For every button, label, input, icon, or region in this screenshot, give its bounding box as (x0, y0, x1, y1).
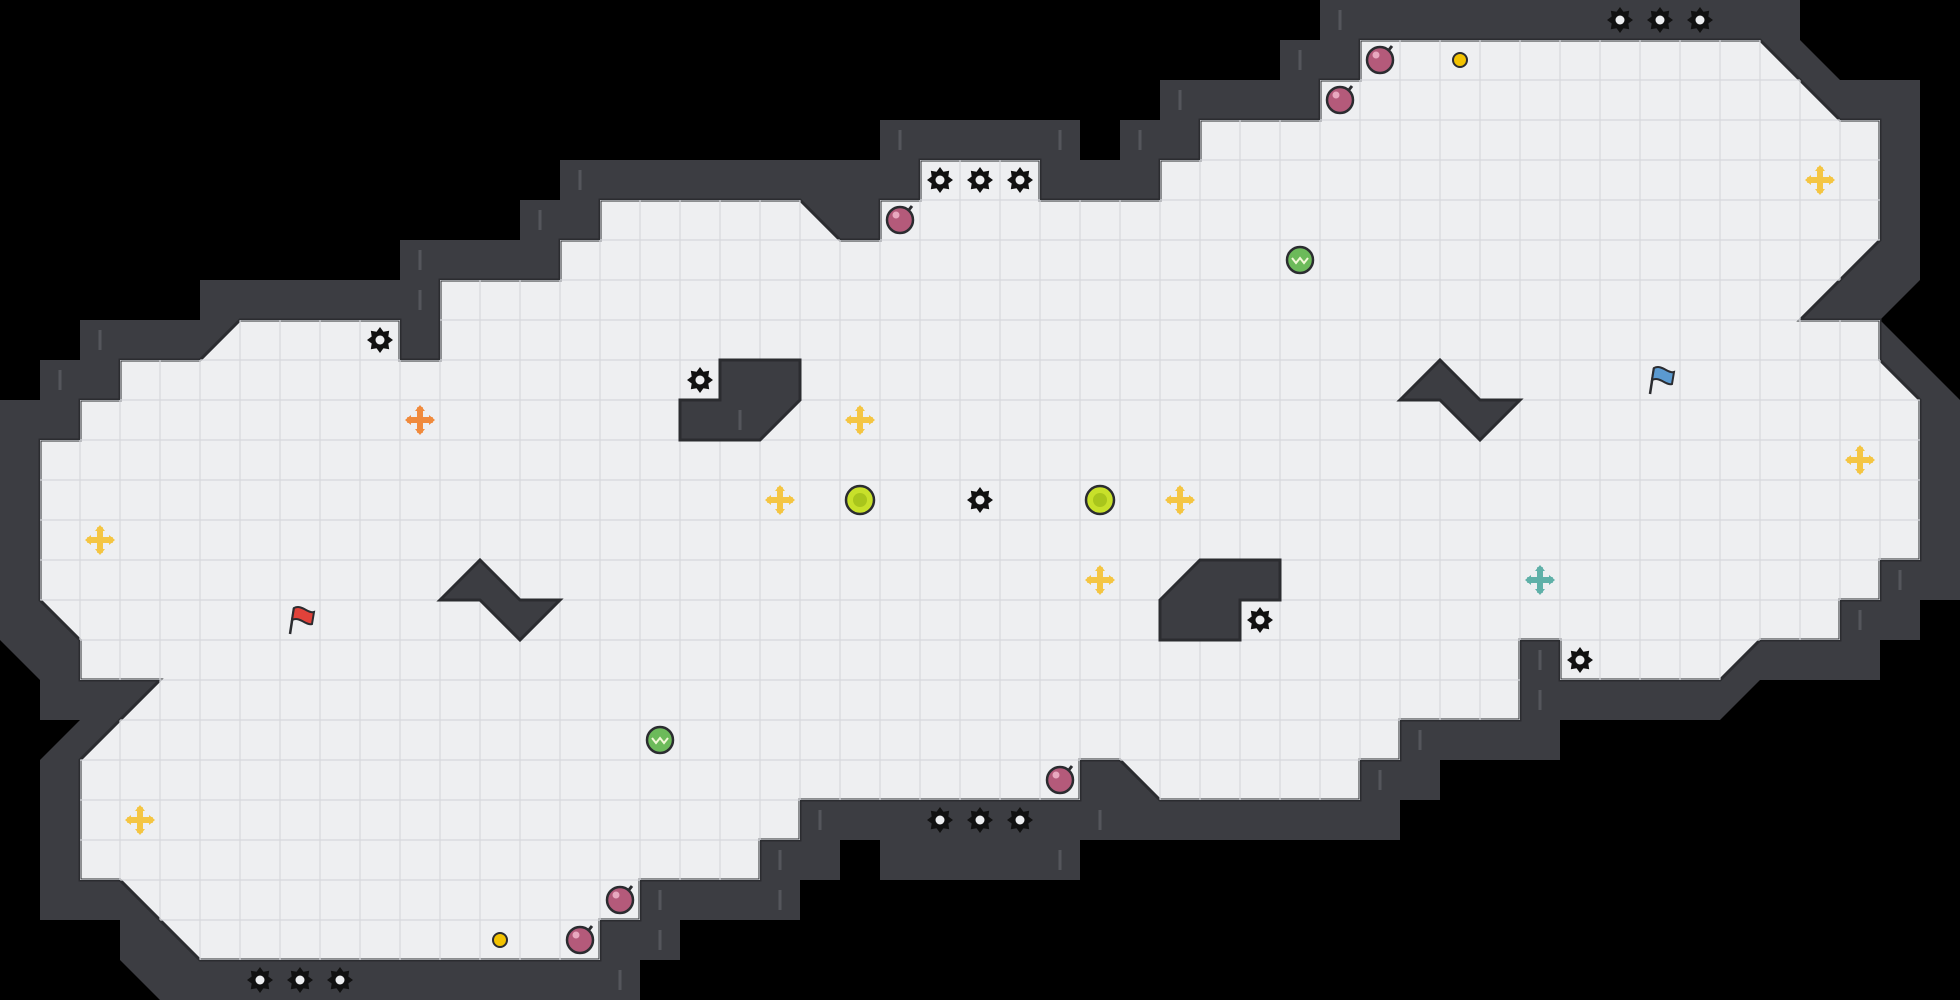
bomb-icon[interactable] (1365, 45, 1395, 75)
gear-spike-icon (1607, 7, 1633, 33)
wall-obstacle (436, 557, 564, 643)
cross-arrows-icon[interactable] (125, 805, 155, 835)
gear-spike-icon (247, 967, 273, 993)
cross-arrows-icon[interactable] (1165, 485, 1195, 515)
wall-obstacle (1396, 357, 1524, 443)
gear-spike-icon (927, 167, 953, 193)
lime-orb-icon[interactable] (1084, 484, 1116, 516)
wall-obstacle (678, 358, 802, 442)
bomb-icon[interactable] (605, 885, 635, 915)
cross-arrows-icon[interactable] (1085, 565, 1115, 595)
cross-arrows-icon[interactable] (1805, 165, 1835, 195)
gear-spike-icon (1007, 167, 1033, 193)
gear-spike-icon (687, 367, 713, 393)
coin-icon[interactable] (1452, 52, 1468, 68)
cross-arrows-icon[interactable] (1525, 565, 1555, 595)
gear-spike-icon (967, 167, 993, 193)
cross-arrows-icon[interactable] (765, 485, 795, 515)
bomb-icon[interactable] (565, 925, 595, 955)
bomb-icon[interactable] (1325, 85, 1355, 115)
flag-red-icon[interactable] (288, 606, 316, 635)
bomb-icon[interactable] (885, 205, 915, 235)
flag-blue-icon[interactable] (1648, 366, 1676, 395)
green-ball-icon[interactable] (1285, 245, 1315, 275)
green-ball-icon[interactable] (645, 725, 675, 755)
gear-spike-icon (327, 967, 353, 993)
gear-spike-icon (1687, 7, 1713, 33)
coin-icon[interactable] (492, 932, 508, 948)
gear-spike-icon (967, 487, 993, 513)
gear-spike-icon (1247, 607, 1273, 633)
gear-spike-icon (1007, 807, 1033, 833)
cross-arrows-icon[interactable] (1845, 445, 1875, 475)
bomb-icon[interactable] (1045, 765, 1075, 795)
cross-arrows-icon[interactable] (845, 405, 875, 435)
gear-spike-icon (1567, 647, 1593, 673)
cross-arrows-icon[interactable] (405, 405, 435, 435)
gear-spike-icon (927, 807, 953, 833)
gear-spike-icon (287, 967, 313, 993)
wall-seams (58, 10, 1902, 990)
gear-spike-icon (967, 807, 993, 833)
lime-orb-icon[interactable] (844, 484, 876, 516)
gear-spike-icon (1647, 7, 1673, 33)
wall-obstacle (1158, 558, 1282, 642)
gear-spike-icon (367, 327, 393, 353)
cross-arrows-icon[interactable] (85, 525, 115, 555)
